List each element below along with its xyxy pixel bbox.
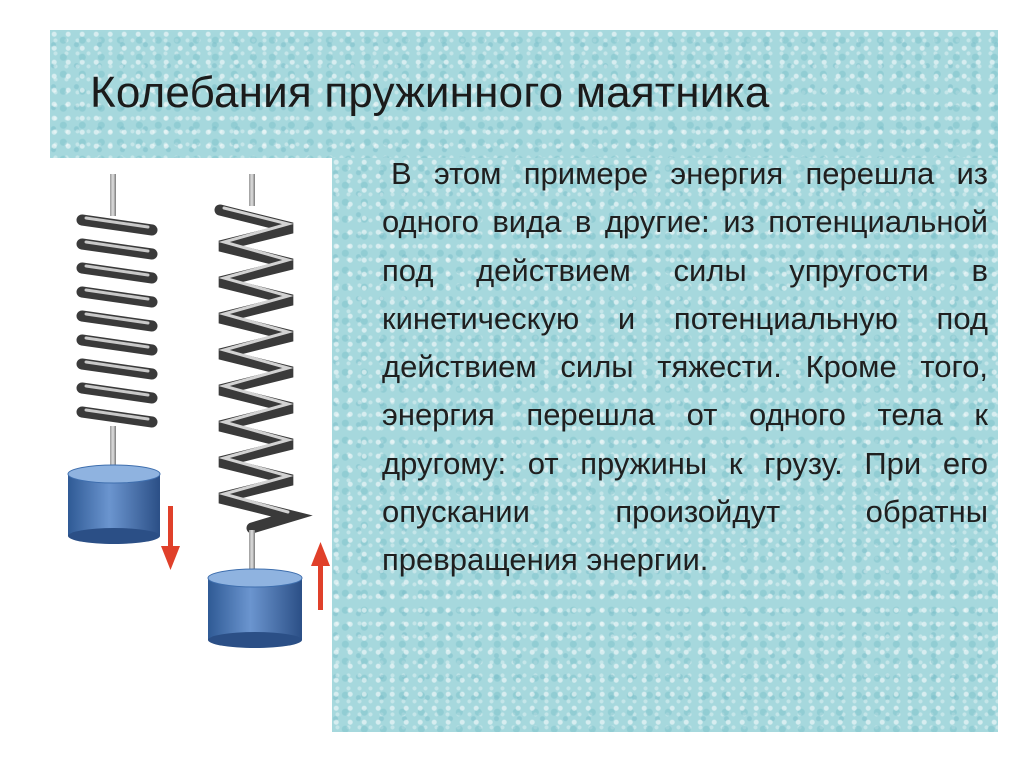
right-weight: [207, 568, 303, 648]
arrow-up-icon: [311, 542, 330, 610]
arrow-down-icon: [161, 506, 180, 570]
spring-pendulum-illustration: [67, 174, 330, 648]
slide-body-text: В этом примере энергия перешла из одного…: [382, 156, 988, 578]
right-spring: [214, 174, 313, 576]
left-weight: [67, 464, 161, 544]
text-background: [332, 158, 998, 732]
title-background: [50, 30, 998, 158]
left-spring: [76, 174, 158, 472]
slide-title: Колебания пружинного маятника: [90, 68, 770, 117]
